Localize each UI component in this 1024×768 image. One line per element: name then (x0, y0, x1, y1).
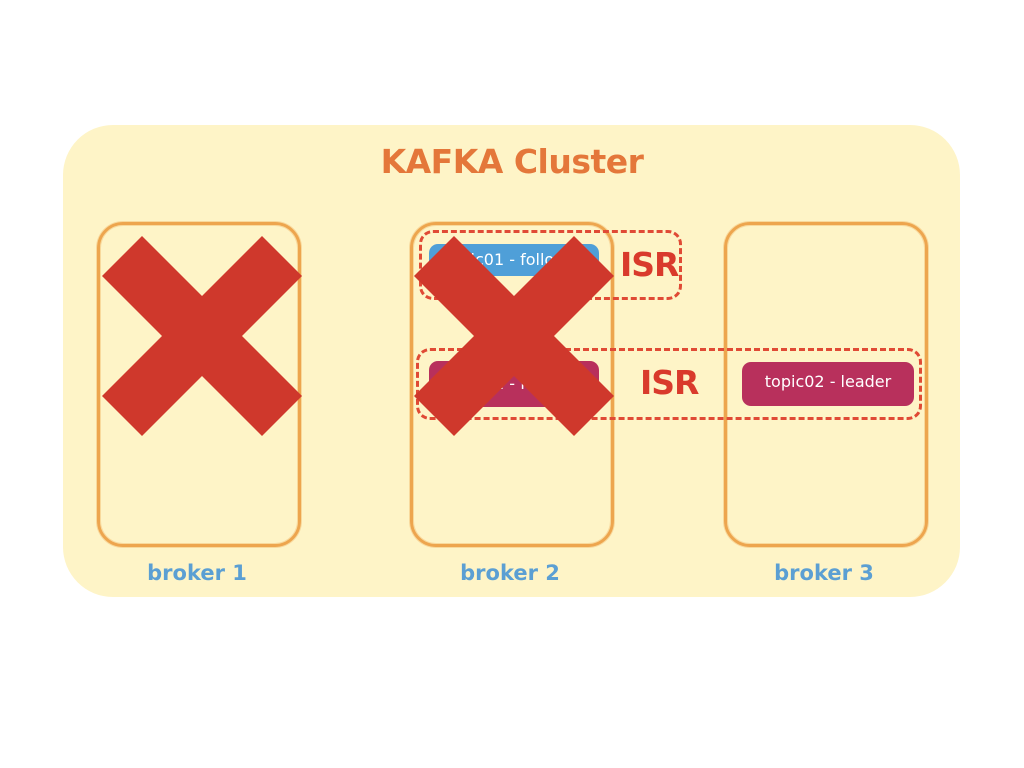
cluster-title: KAFKA Cluster (380, 142, 644, 181)
broker-3-label: broker 3 (774, 561, 874, 585)
broker-1 (97, 222, 301, 547)
broker-2-label: broker 2 (460, 561, 560, 585)
isr-label-topic01: ISR (620, 245, 679, 284)
broker-1-label: broker 1 (147, 561, 247, 585)
isr-label-topic02: ISR (640, 363, 699, 402)
topic02-leader-partition: topic02 - leader (742, 362, 914, 406)
broker-3 (724, 222, 928, 547)
